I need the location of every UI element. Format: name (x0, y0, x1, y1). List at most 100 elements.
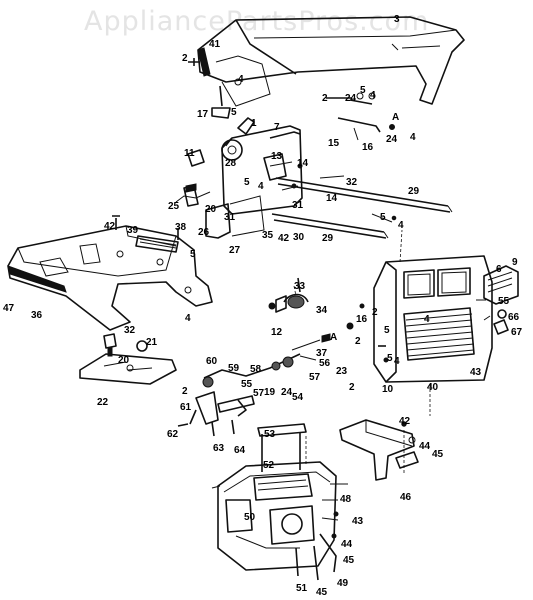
callout-label: 29 (322, 233, 334, 244)
grille-bolts (346, 229, 403, 363)
callout-label: 55 (241, 379, 253, 390)
callout-label: 42 (399, 416, 411, 427)
callout-label: 47 (3, 303, 15, 314)
callout-label: 57 (253, 388, 265, 399)
callout-label: 20 (118, 355, 130, 366)
hood-part (197, 16, 465, 107)
callout-label: 36 (31, 310, 43, 321)
callout-label: 60 (206, 356, 218, 367)
callout-label: 39 (127, 225, 139, 236)
callout-label: 51 (296, 583, 308, 594)
callout-label: 5 (190, 249, 196, 260)
callout-label: 45 (343, 555, 355, 566)
choke-knob-and-wiring (175, 183, 211, 207)
foot-plate (79, 353, 177, 385)
callout-label: 32 (124, 325, 136, 336)
callout-label: 1 (251, 118, 257, 129)
callout-label: A (330, 332, 337, 343)
callout-label: 48 (340, 494, 352, 505)
callout-label: 44 (341, 539, 353, 550)
callout-label: 15 (328, 138, 340, 149)
callout-label: 31 (224, 212, 236, 223)
callout-label: 13 (271, 151, 283, 162)
callout-label: 52 (263, 460, 275, 471)
callout-label: 5 (231, 107, 237, 118)
leader-lines (293, 285, 431, 474)
callout-label: 57 (309, 372, 321, 383)
callout-label: 46 (400, 492, 412, 503)
callout-label: 67 (511, 327, 523, 338)
callout-label: 24 (281, 387, 293, 398)
callout-label: 45 (432, 449, 444, 460)
callout-label: 4 (398, 220, 404, 231)
callout-label: 4 (424, 314, 430, 325)
callout-label: 43 (352, 516, 364, 527)
callout-label: 38 (175, 222, 187, 233)
callout-label: 3 (394, 14, 400, 25)
callout-label: 20 (205, 204, 217, 215)
callout-label: 5 (244, 177, 250, 188)
callout-label: 42 (278, 233, 290, 244)
callout-label: 45 (316, 587, 328, 598)
callout-label: 63 (213, 443, 225, 454)
callout-label: 19 (264, 387, 276, 398)
callout-label: 62 (167, 429, 179, 440)
callout-label: 4 (410, 132, 416, 143)
dash-console-panel (7, 215, 213, 331)
engine-assembly (211, 423, 348, 581)
side-rails (271, 175, 453, 239)
callout-label: 5 (384, 325, 390, 336)
callout-label: 34 (316, 305, 328, 316)
callout-label: 59 (228, 363, 240, 374)
callout-label: 24 (345, 93, 357, 104)
callout-label: 2 (182, 53, 188, 64)
callout-label: 16 (362, 142, 374, 153)
callout-label: 21 (146, 337, 158, 348)
headlight-socket (493, 309, 509, 335)
callout-label: 40 (427, 382, 439, 393)
callout-label: 6 (496, 264, 502, 275)
callout-label: 5 (360, 85, 366, 96)
callout-label: 55 (498, 296, 510, 307)
callout-label: 2 (349, 382, 355, 393)
callout-label: 4 (185, 313, 191, 324)
callout-label: 49 (337, 578, 349, 589)
knob-21 (136, 340, 148, 352)
callout-label: 53 (264, 429, 276, 440)
callout-label: 29 (408, 186, 420, 197)
callout-label: 50 (244, 512, 256, 523)
callout-label: 11 (184, 148, 195, 159)
hood-hinge-hardware (188, 58, 395, 141)
callout-label: 14 (326, 193, 338, 204)
callout-label: 26 (198, 227, 210, 238)
callout-label: 66 (508, 312, 520, 323)
watermark-text: AppliancePartsPros.com (84, 6, 429, 37)
callout-label: 4 (258, 181, 264, 192)
callout-label: 25 (168, 201, 180, 212)
callout-label: 14 (297, 158, 309, 169)
callout-label: 10 (382, 384, 394, 395)
callout-label: 4 (238, 74, 244, 85)
throttle-spring-assembly (268, 277, 309, 313)
throttle-linkage (177, 333, 331, 437)
callout-label: 28 (225, 158, 237, 169)
callout-label: 30 (293, 232, 305, 243)
callout-label: 17 (197, 109, 209, 120)
callout-label: 27 (229, 245, 241, 256)
front-grille (373, 255, 493, 383)
callout-label: 5 (380, 212, 386, 223)
engine-mount-bracket (339, 419, 419, 481)
callout-label: 7 (274, 122, 280, 133)
callout-label: 42 (104, 221, 116, 232)
hood-support-rod (211, 85, 231, 119)
callout-label: 54 (292, 392, 304, 403)
knob-20 (103, 333, 117, 357)
callout-label: 24 (386, 134, 398, 145)
callout-label: 32 (346, 177, 358, 188)
callout-label: 44 (419, 441, 431, 452)
callout-label: 2 (182, 386, 188, 397)
headlight-lens (483, 265, 519, 305)
callout-label: 43 (470, 367, 482, 378)
